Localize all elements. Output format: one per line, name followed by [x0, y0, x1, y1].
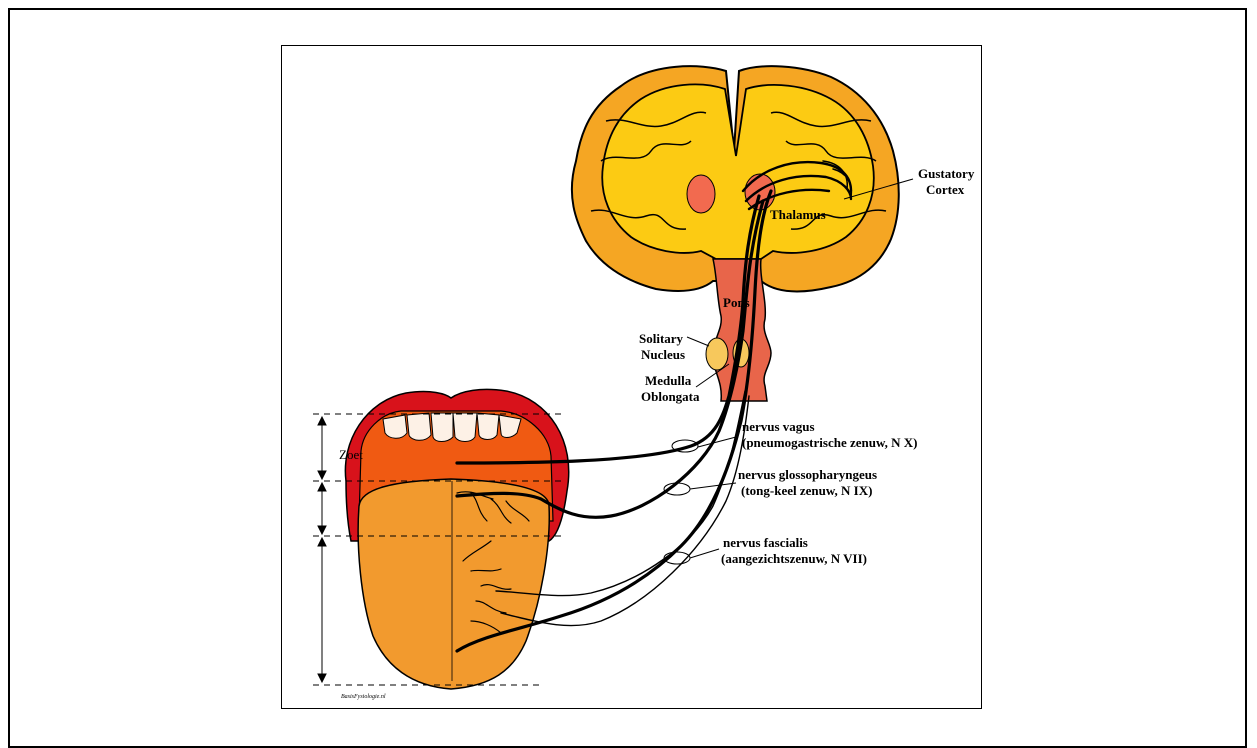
zone-arrows: [318, 417, 326, 682]
left-thalamus: [687, 175, 715, 213]
label-medulla-1: Medulla: [645, 373, 692, 388]
taste-pathway-diagram: Zoet Gustatory Cortex Thalamus Pons Soli…: [282, 46, 983, 710]
figure-panel: Zoet Gustatory Cortex Thalamus Pons Soli…: [281, 45, 982, 709]
label-thalamus: Thalamus: [770, 207, 826, 222]
label-vagus-2: (pneumogastrische zenuw, N X): [742, 435, 918, 450]
label-vagus-1: nervus vagus: [742, 419, 815, 434]
label-facialis-2: (aangezichtszenuw, N VII): [721, 551, 867, 566]
zone-label-zoet: Zoet: [339, 447, 363, 462]
label-medulla-2: Oblongata: [641, 389, 700, 404]
mouth: [345, 389, 568, 689]
label-solitary-nucleus-2: Nucleus: [641, 347, 685, 362]
credit-text: BasisFysiologie.nl: [341, 694, 386, 700]
label-facialis-1: nervus fascialis: [723, 535, 808, 550]
label-glosso-1: nervus glossopharyngeus: [738, 467, 877, 482]
label-solitary-nucleus-1: Solitary: [639, 331, 684, 346]
label-glosso-2: (tong-keel zenuw, N IX): [741, 483, 872, 498]
solitary-nucleus-left: [706, 338, 728, 370]
label-pons: Pons: [723, 295, 750, 310]
tongue: [358, 479, 549, 689]
label-gustatory-cortex-1: Gustatory: [918, 166, 975, 181]
label-gustatory-cortex-2: Cortex: [926, 182, 965, 197]
